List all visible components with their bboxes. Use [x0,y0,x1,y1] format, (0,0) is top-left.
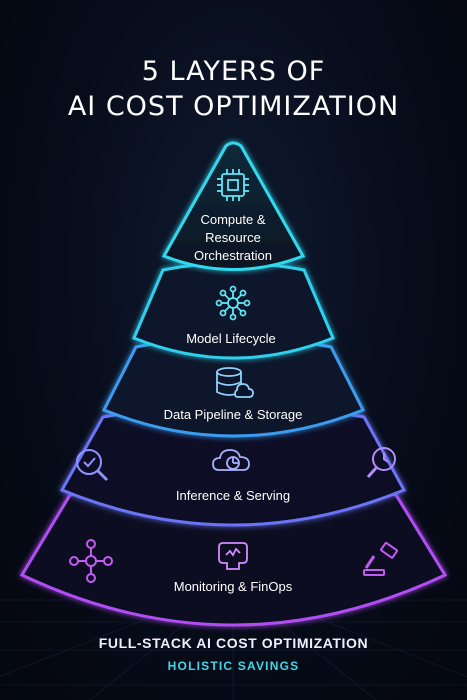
gavel-icon [363,541,398,576]
layer-2-label: Model Lifecycle [186,331,276,346]
cloud-pie-icon [212,449,250,471]
layer-1-label-line3: Orchestration [194,248,272,263]
layer-4-label: Inference & Serving [176,488,290,503]
layer-1-outline [161,141,306,271]
neural-network-icon [215,285,251,321]
layer-1-label-line1: Compute & [200,212,265,227]
page-title-line1: 5 LAYERS OF [141,56,326,87]
footer-tagline: HOLISTIC SAVINGS [167,659,300,673]
layer-5-label: Monitoring & FinOps [174,579,293,594]
network-nodes-icon [69,539,113,583]
chart-monitor-icon [218,542,248,570]
footer-headline: FULL-STACK AI COST OPTIMIZATION [98,635,369,651]
layer-3-label: Data Pipeline & Storage [164,407,303,422]
cpu-chip-icon [217,169,249,201]
layer-1-label-line2: Resource [205,230,261,245]
magnifier-clock-icon [366,447,396,478]
page-title-line2: AI COST OPTIMIZATION [67,91,400,122]
magnifier-check-icon [76,449,109,482]
layer-1-compute [161,141,306,271]
database-cloud-icon [216,367,254,398]
